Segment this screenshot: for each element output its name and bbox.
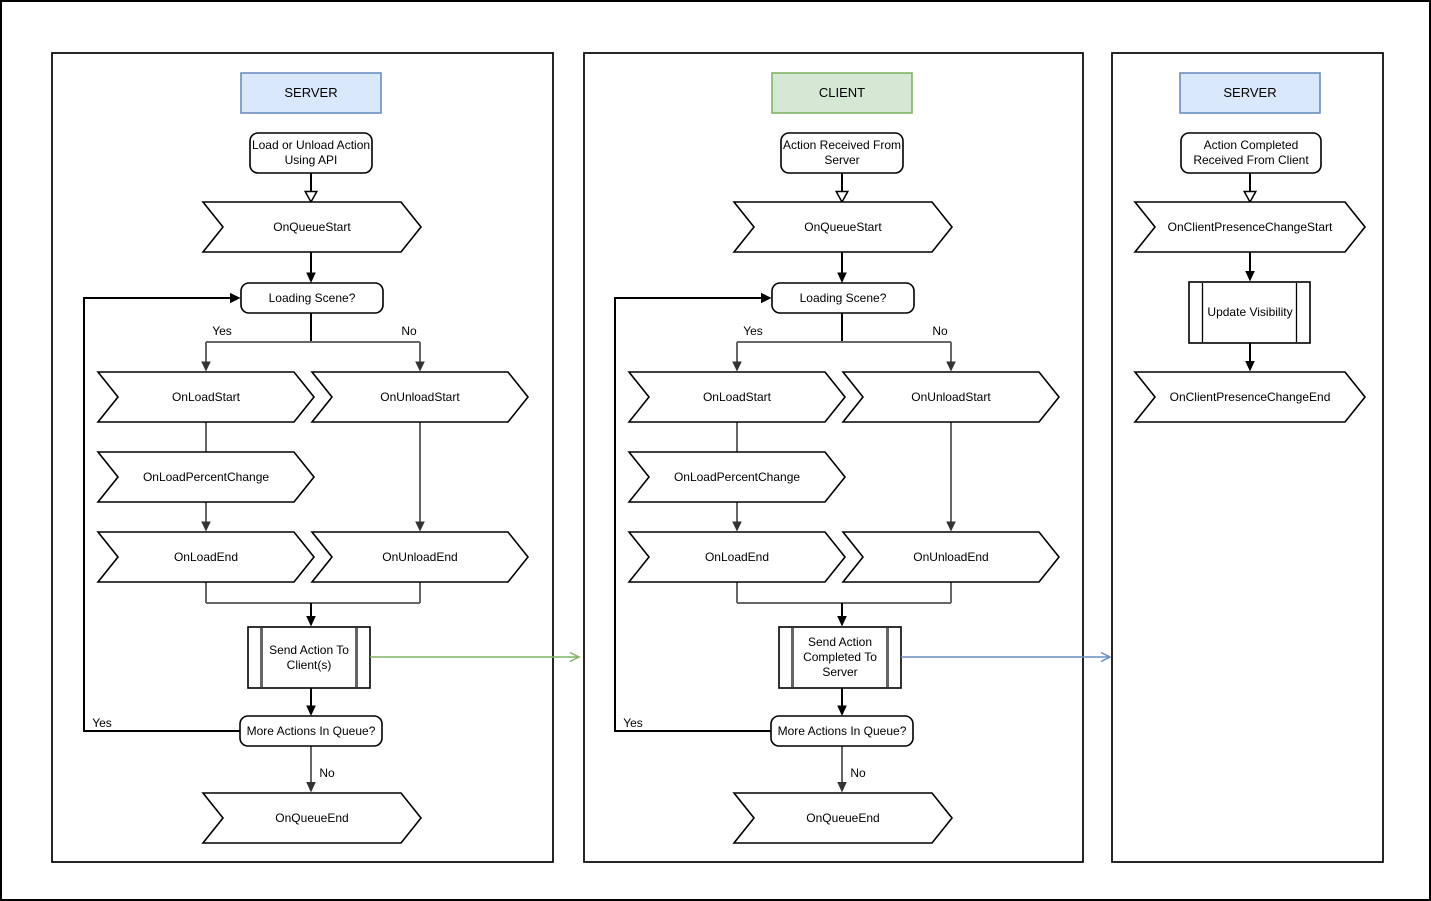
sq-onqueuestart-chevron: [201, 201, 423, 253]
sq-onunloadstart-chevron: [310, 371, 530, 423]
cq-onloadend-chevron: [627, 531, 847, 583]
client-to-server-edge: [901, 651, 1112, 663]
sq-start-box: [249, 132, 373, 174]
sq-onunloadend-chevron: [310, 531, 530, 583]
cq-start-box: [780, 132, 904, 174]
server-presence-panel-border: [1111, 52, 1384, 863]
server-to-client-edge: [370, 651, 581, 663]
sq-header-box: [240, 72, 382, 114]
sp-start-box: [1180, 132, 1322, 174]
cq-onunloadstart-chevron: [841, 371, 1061, 423]
sp-update-visibility-box: [1188, 281, 1311, 344]
sp-connectors: [1242, 173, 1258, 372]
cq-header-box: [771, 72, 913, 114]
sp-presence-end-chevron: [1133, 371, 1367, 423]
sq-loading-scene-box: [240, 282, 384, 314]
sq-connectors: [83, 173, 425, 793]
sp-header-box: [1179, 72, 1321, 114]
cq-onloadstart-chevron: [627, 371, 847, 423]
cq-loading-scene-box: [771, 282, 915, 314]
cq-onqueueend-chevron: [732, 792, 954, 844]
sp-presence-start-chevron: [1133, 201, 1367, 253]
sq-send-action-box: [247, 626, 371, 689]
cq-connectors: [614, 173, 956, 793]
sq-onloadpercentchange-chevron: [96, 451, 316, 503]
cq-onunloadend-chevron: [841, 531, 1061, 583]
cq-more-actions-box: [770, 715, 914, 747]
server-queue-panel-border: [51, 52, 554, 863]
cq-onqueuestart-chevron: [732, 201, 954, 253]
sq-onqueueend-chevron: [201, 792, 423, 844]
cq-onloadpercentchange-chevron: [627, 451, 847, 503]
sq-onloadstart-chevron: [96, 371, 316, 423]
sq-onloadend-chevron: [96, 531, 316, 583]
client-queue-panel-border: [583, 52, 1084, 863]
cq-send-action-box: [778, 626, 902, 689]
sq-more-actions-box: [239, 715, 383, 747]
